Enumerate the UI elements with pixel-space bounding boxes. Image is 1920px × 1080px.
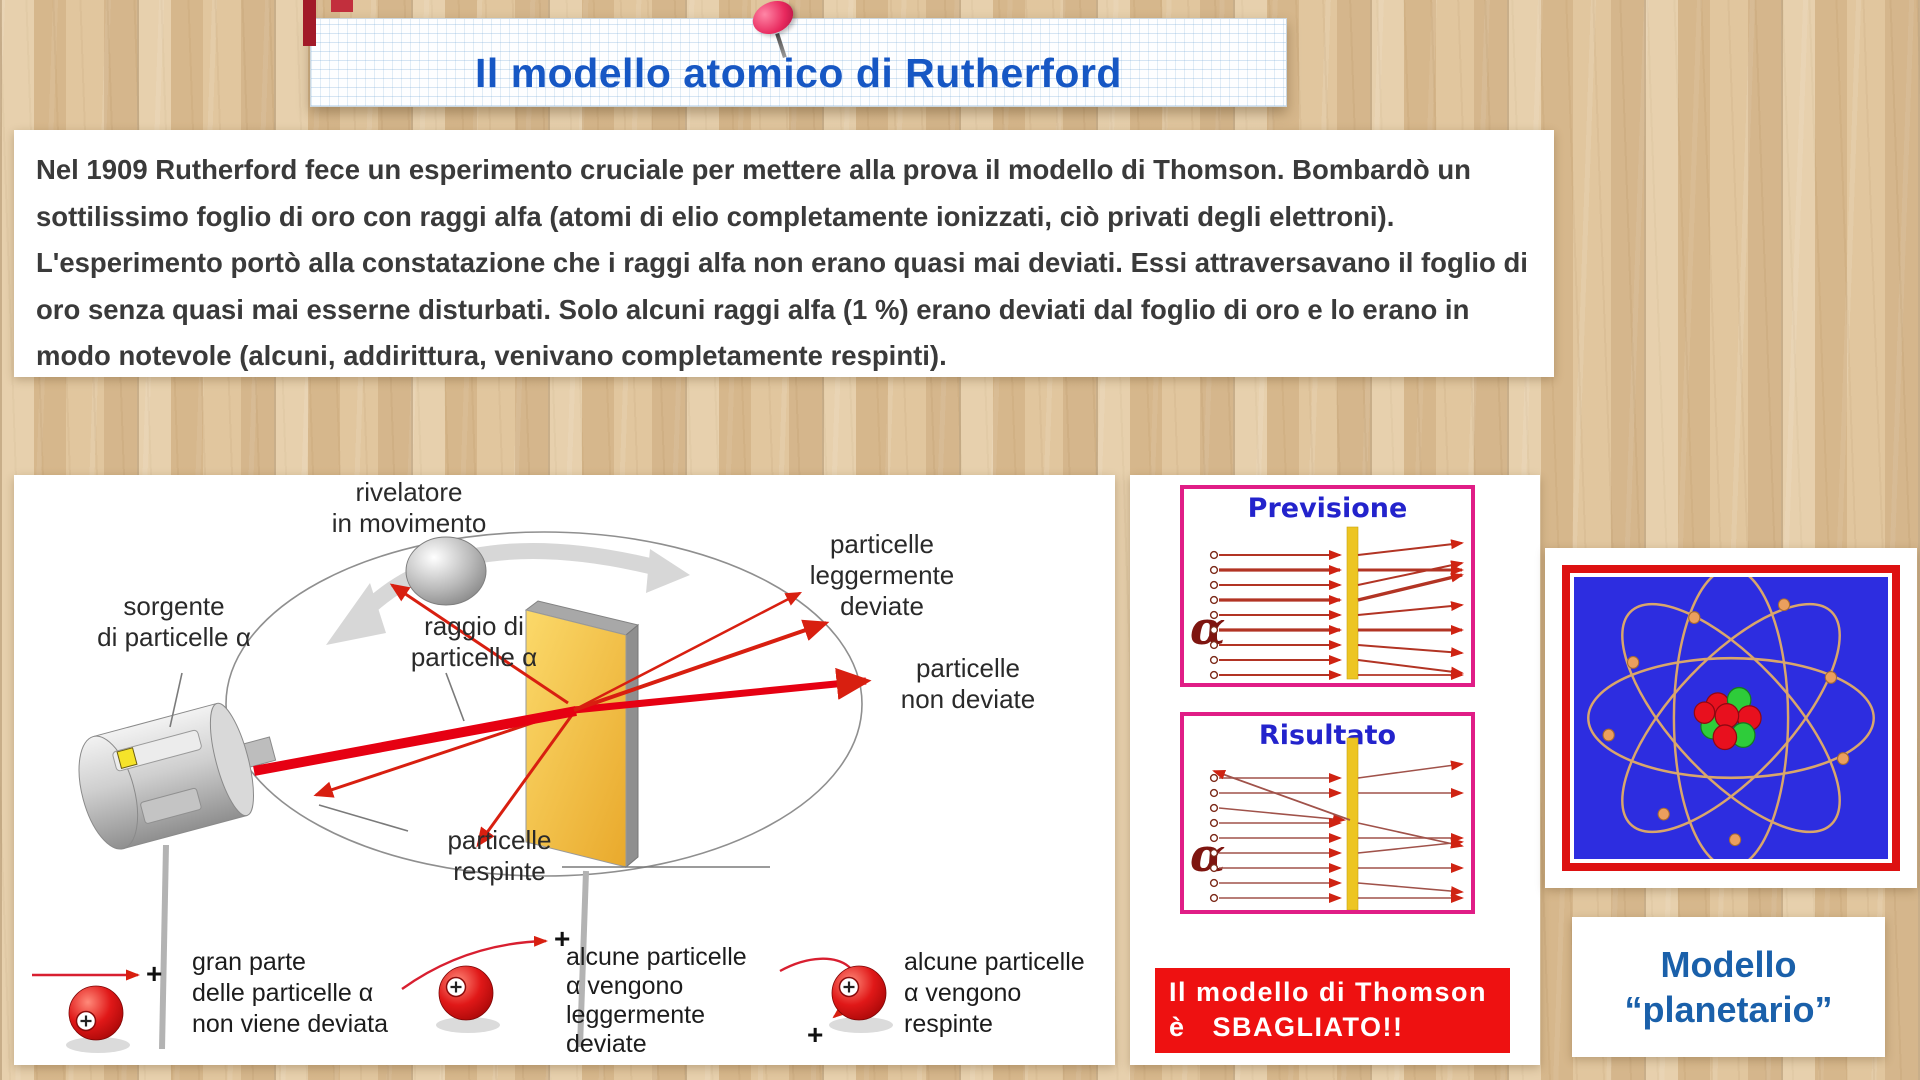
- ray-to-detector: [389, 583, 569, 705]
- intro-paragraph: Nel 1909 Rutherford fece un esperimento …: [36, 154, 1528, 371]
- detector-icon: [405, 536, 487, 606]
- thomson-verdict-line1: Il modello di Thomson: [1169, 977, 1487, 1007]
- plus-sign: +: [554, 923, 571, 954]
- planetary-label-line1: Modello: [1660, 944, 1797, 985]
- alpha-rays: [253, 583, 872, 848]
- banner-corner-mark: [303, 0, 316, 46]
- source-label: sorgente di particelle α: [97, 591, 251, 652]
- plus-sign: +: [146, 958, 163, 989]
- not-deviated-label: particelle non deviate: [900, 653, 1036, 714]
- repelled-label: particelle respinte: [447, 825, 552, 886]
- alpha-source-icon: [78, 702, 277, 850]
- detector-label: rivelatore in movimento: [331, 477, 487, 538]
- result-title: Risultato: [1258, 720, 1397, 751]
- electron-icon: [1602, 598, 1850, 847]
- thomson-verdict-box: Il modello di Thomson è SBAGLIATO!!: [1155, 968, 1510, 1053]
- page-title: Il modello atomico di Rutherford: [475, 50, 1122, 96]
- detector-path-ellipse: [225, 531, 863, 877]
- prediction-title: Previsione: [1247, 493, 1408, 524]
- alpha-symbol: α: [1190, 828, 1226, 882]
- label-pointer-lines: [169, 672, 770, 868]
- legend-item: gran parte delle particelle α non viene …: [192, 948, 388, 1038]
- title-banner: Il modello atomico di Rutherford: [310, 18, 1287, 107]
- atom-model-graphic: [1574, 577, 1888, 859]
- experiment-diagram-card: rivelatore in movimento sorgente di part…: [14, 475, 1115, 1065]
- thomson-verdict-line2: è SBAGLIATO!!: [1169, 1012, 1404, 1042]
- gold-foil-icon: [524, 600, 640, 869]
- alpha-particle-icon: [66, 985, 130, 1053]
- banner-corner-mark: [331, 0, 353, 12]
- atom-model-frame: [1562, 565, 1900, 871]
- prediction-result-card: Previsione α: [1130, 475, 1540, 1065]
- foil-stand: [577, 870, 589, 1048]
- beam-label: raggio di particelle α: [410, 611, 538, 672]
- legend-item: alcune particelle α vengono respinte: [904, 948, 1085, 1038]
- main-beam: [253, 706, 577, 776]
- experiment-diagram-graphic: [32, 531, 893, 1053]
- result-graphic: [1209, 737, 1464, 910]
- prediction-graphic: [1209, 526, 1464, 680]
- ray-slightly-deviated-2: [573, 591, 802, 712]
- source-stand: [159, 844, 169, 1050]
- planetary-label-card: Modello “planetario”: [1572, 917, 1885, 1057]
- alpha-particle-icon: [436, 965, 500, 1033]
- nucleus-icon: [1693, 686, 1762, 751]
- planetary-label-line2: “planetario”: [1624, 989, 1833, 1030]
- legend-item: alcune particelle α vengono leggermente …: [566, 943, 747, 1058]
- slightly-deviated-label: particelle leggermente deviate: [809, 529, 955, 621]
- ray-not-deviated: [573, 667, 872, 714]
- ray-slightly-deviated: [573, 619, 830, 712]
- result-box: Risultato α: [1180, 712, 1475, 914]
- alpha-particle-icon: [829, 965, 893, 1033]
- prediction-box: Previsione α: [1180, 485, 1475, 687]
- plus-sign: +: [807, 1019, 824, 1050]
- atom-model-card: [1545, 548, 1917, 888]
- intro-card: Nel 1909 Rutherford fece un esperimento …: [14, 130, 1554, 377]
- ray-repelled-down: [476, 714, 574, 848]
